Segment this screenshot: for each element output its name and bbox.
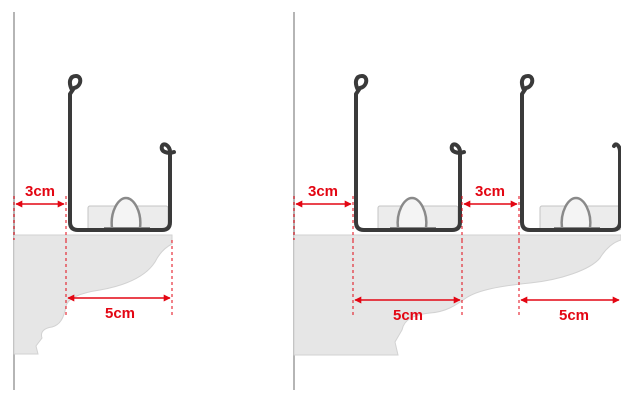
offset-label-1: 3cm xyxy=(25,183,55,200)
crown-molding-2 xyxy=(293,234,621,356)
crown-molding-1 xyxy=(13,234,173,355)
dimension-width-2a: 5cm xyxy=(352,240,463,324)
clip-2b xyxy=(539,196,621,231)
panel-double-hook: 3cm 5cm 3cm 5cm xyxy=(293,12,621,390)
clip-1 xyxy=(87,196,169,231)
offset-label-2b: 3cm xyxy=(475,183,505,200)
hook-2b xyxy=(519,74,621,232)
dimension-offset-2b: 3cm xyxy=(461,183,520,240)
panel-single-hook: 3cm 5cm xyxy=(13,12,176,390)
clip-2a xyxy=(377,196,459,231)
dimension-offset-1: 3cm xyxy=(13,183,67,240)
dimension-width-1: 5cm xyxy=(65,240,173,322)
hook-1 xyxy=(67,74,176,232)
width-label-1: 5cm xyxy=(105,305,135,322)
width-label-2a: 5cm xyxy=(393,307,423,324)
width-label-2b: 5cm xyxy=(559,307,589,324)
offset-label-2a: 3cm xyxy=(308,183,338,200)
dimension-offset-2a: 3cm xyxy=(293,183,354,240)
hook-2a xyxy=(353,74,466,232)
dimension-width-2b: 5cm xyxy=(518,240,620,324)
